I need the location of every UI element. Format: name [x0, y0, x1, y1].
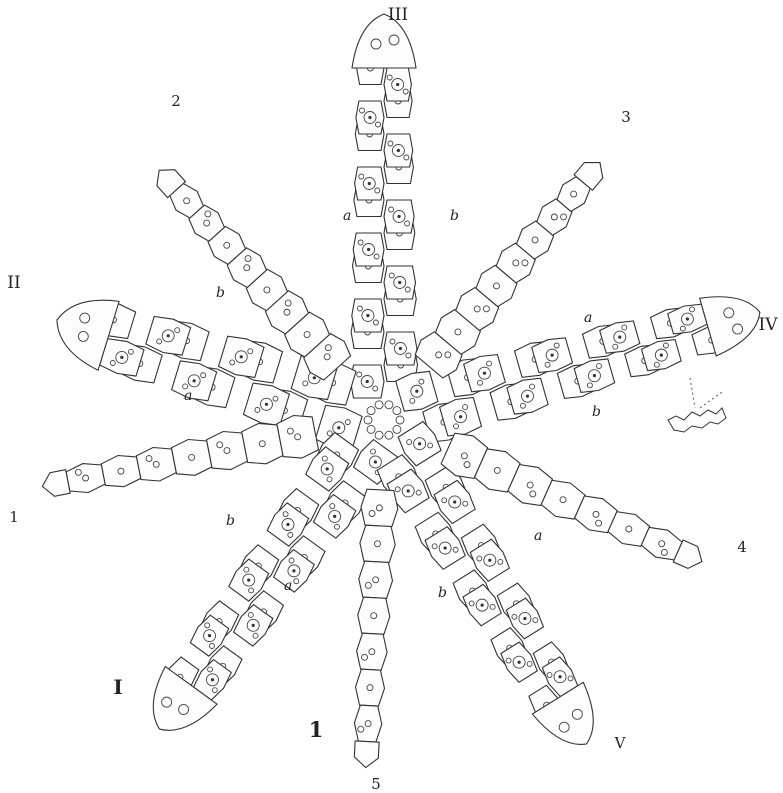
inter-plate	[207, 432, 248, 470]
plate-a-tubercle-dot	[193, 379, 196, 382]
plate-a-tubercle-dot	[418, 442, 421, 445]
inter-terminal-plate	[42, 470, 70, 497]
plate-b-tubercle-dot	[286, 523, 289, 526]
inter-plate	[242, 424, 283, 464]
plate-b-tubercle-dot	[167, 334, 170, 337]
central-plate	[375, 401, 383, 409]
inter-plate	[357, 633, 388, 670]
row-label-a-V: a	[534, 528, 542, 544]
plate-b-tubercle-dot	[660, 354, 663, 357]
inter-plate	[356, 669, 385, 706]
row-label-b-III: b	[450, 208, 459, 224]
fragment-sketch	[668, 378, 726, 432]
plate-b-tubercle-dot	[517, 661, 520, 664]
plate-b-tubercle-dot	[240, 355, 243, 358]
plate-a-tubercle-dot	[366, 314, 369, 317]
inter-plate	[354, 705, 381, 742]
inter-plate	[66, 464, 105, 493]
central-plate	[393, 407, 401, 415]
plate-b-tubercle-dot	[399, 347, 402, 350]
inter-terminal-plate	[354, 741, 379, 768]
plate-b-tubercle-dot	[247, 578, 250, 581]
plate-b-tubercle-dot	[444, 546, 447, 549]
plate-a-tubercle-dot	[265, 403, 268, 406]
plate-a-tubercle-dot	[337, 426, 340, 429]
label-arm-2: 2	[171, 92, 181, 110]
plate-a-tubercle-dot	[618, 335, 621, 338]
plate-b-tubercle-dot	[396, 83, 399, 86]
inter-plate	[358, 597, 390, 634]
plate-b-tubercle-dot	[398, 281, 401, 284]
inter-plate	[101, 456, 141, 487]
label-arm-5: 5	[371, 775, 381, 793]
plate-a-tubercle-dot	[523, 617, 526, 620]
inter-plate	[136, 448, 176, 482]
label-arm-III: III	[388, 5, 408, 25]
plate-b-tubercle-dot	[313, 376, 316, 379]
row-label-b-I: b	[226, 513, 235, 529]
interambulacral-arm-5	[354, 489, 397, 767]
central-plate	[375, 431, 383, 439]
figure-number: 1	[309, 717, 324, 742]
plate-b-tubercle-dot	[481, 604, 484, 607]
interambulacral-arm-3	[415, 163, 603, 378]
row-label-b-IV: b	[592, 404, 601, 420]
central-plate	[364, 416, 372, 424]
central-plate	[393, 425, 401, 433]
arms-group	[42, 14, 759, 768]
plate-b-tubercle-dot	[326, 467, 329, 470]
inter-plate	[359, 561, 393, 598]
row-label-b-V: b	[438, 585, 447, 601]
plate-a-tubercle-dot	[551, 354, 554, 357]
central-plate	[385, 401, 393, 409]
ambulacral-arm-III	[351, 14, 418, 398]
plate-b-tubercle-dot	[397, 215, 400, 218]
label-arm-V: V	[614, 734, 627, 752]
row-label-a-III: a	[343, 208, 351, 224]
plate-a-tubercle-dot	[368, 116, 371, 119]
plate-a-tubercle-dot	[558, 675, 561, 678]
row-label-a-I: a	[284, 578, 292, 594]
interambulacral-arm-1	[42, 416, 318, 497]
plate-a-tubercle-dot	[368, 182, 371, 185]
inter-plate	[360, 525, 395, 562]
plate-a-tubercle-dot	[333, 515, 336, 518]
plate-b-tubercle-dot	[407, 489, 410, 492]
label-arm-3: 3	[621, 108, 631, 126]
plate-b-tubercle-dot	[593, 374, 596, 377]
plate-a-tubercle-dot	[120, 356, 123, 359]
plate-a-tubercle-dot	[415, 390, 418, 393]
central-plate	[367, 425, 375, 433]
plate-a-tubercle-dot	[453, 500, 456, 503]
central-plate	[367, 407, 375, 415]
row-label-b-II: b	[216, 285, 225, 301]
label-arm-4: 4	[737, 538, 747, 556]
plate-b-tubercle-dot	[397, 149, 400, 152]
plate-a-tubercle-dot	[488, 559, 491, 562]
plate-a-tubercle-dot	[367, 248, 370, 251]
inter-plate	[277, 416, 319, 459]
plate-a-tubercle-dot	[211, 678, 214, 681]
row-label-a-II: a	[184, 388, 192, 404]
plate-a-tubercle-dot	[374, 460, 377, 463]
plate-a-tubercle-dot	[483, 372, 486, 375]
plate-a-tubercle-dot	[292, 569, 295, 572]
plate-b-tubercle-dot	[208, 634, 211, 637]
row-label-a-IV: a	[584, 310, 592, 326]
plate-a-tubercle-dot	[686, 317, 689, 320]
inter-plate	[361, 489, 398, 526]
label-arm-IV: IV	[759, 315, 779, 335]
label-arm-I: I	[113, 675, 122, 699]
label-arm-II: II	[7, 273, 20, 293]
label-arm-1: 1	[9, 508, 19, 526]
plate-b-tubercle-dot	[526, 395, 529, 398]
inter-plate	[171, 440, 211, 476]
central-plate	[385, 431, 393, 439]
plate-b-tubercle-dot	[459, 415, 462, 418]
plate-a-tubercle-dot	[366, 380, 369, 383]
central-plate	[396, 416, 404, 424]
plate-a-tubercle-dot	[252, 624, 255, 627]
